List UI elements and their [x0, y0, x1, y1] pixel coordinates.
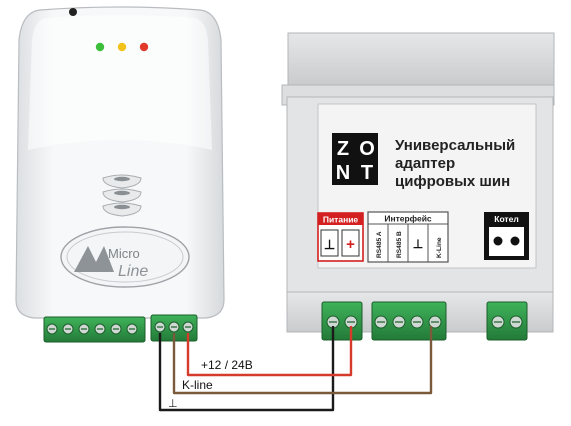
- svg-text:Z: Z: [337, 138, 349, 160]
- zont-logo: Z O N T: [332, 133, 378, 185]
- controller-top-bevel: [28, 15, 212, 150]
- adapter-terminal-power: [321, 301, 363, 341]
- svg-text:RS485 A: RS485 A: [376, 231, 383, 258]
- boiler-pin-icon: [493, 236, 503, 246]
- kline-wire: [172, 326, 433, 395]
- adapter-title-line-1: Универсальный: [395, 137, 515, 154]
- ground-symbol-icon: ⊥: [324, 237, 335, 252]
- led-red-icon: [139, 42, 149, 52]
- power-label-box: Питание ⊥ +: [317, 212, 364, 262]
- svg-text:K-Line: K-Line: [436, 237, 443, 258]
- logo-micro-text: Micro: [108, 246, 140, 261]
- svg-text:Котел: Котел: [494, 214, 518, 224]
- controller-terminal-block-right: [150, 314, 198, 342]
- svg-text:Питание: Питание: [323, 215, 359, 225]
- led-yellow-icon: [117, 42, 127, 52]
- svg-text:Интерфейс: Интерфейс: [384, 214, 432, 224]
- boiler-pin-icon: [510, 236, 520, 246]
- svg-text:RS485 B: RS485 B: [396, 231, 403, 258]
- ground-wire: [158, 326, 335, 412]
- adapter-title-line-2: адаптер: [395, 155, 455, 172]
- adapter-device: Z O N T Универсальный адаптер цифровых ш…: [281, 32, 555, 333]
- power-wire-label: +12 / 24В: [201, 358, 253, 372]
- controller-device: Micro Line: [15, 6, 225, 319]
- adapter-terminal-boiler: [486, 301, 528, 341]
- power-wire: [186, 326, 353, 377]
- boiler-label-box: Котел: [484, 212, 529, 260]
- adapter-top-rail: [287, 32, 555, 86]
- controller-antenna-dot: [69, 8, 77, 16]
- led-green-icon: [95, 42, 105, 52]
- controller-logo: Micro Line: [60, 226, 190, 288]
- interface-label-box: Интерфейс RS485 A RS485 B ⊥ K-Line: [367, 211, 449, 263]
- adapter-title-line-3: цифровых шин: [395, 173, 510, 190]
- ground-wire-label: ⊥: [168, 398, 178, 410]
- svg-text:N: N: [336, 162, 350, 184]
- micro-line-logo-icon: [74, 246, 114, 272]
- kline-wire-label: K-line: [182, 378, 213, 392]
- adapter-terminal-interface: [371, 301, 447, 341]
- controller-buttons: [102, 174, 142, 217]
- svg-text:T: T: [361, 162, 373, 184]
- interface-ground-icon: ⊥: [413, 237, 423, 251]
- logo-line-text: Line: [118, 263, 148, 280]
- svg-text:O: O: [359, 138, 375, 160]
- controller-terminal-block-left: [43, 316, 146, 343]
- wiring: [158, 326, 433, 412]
- plus-symbol-icon: +: [346, 236, 355, 253]
